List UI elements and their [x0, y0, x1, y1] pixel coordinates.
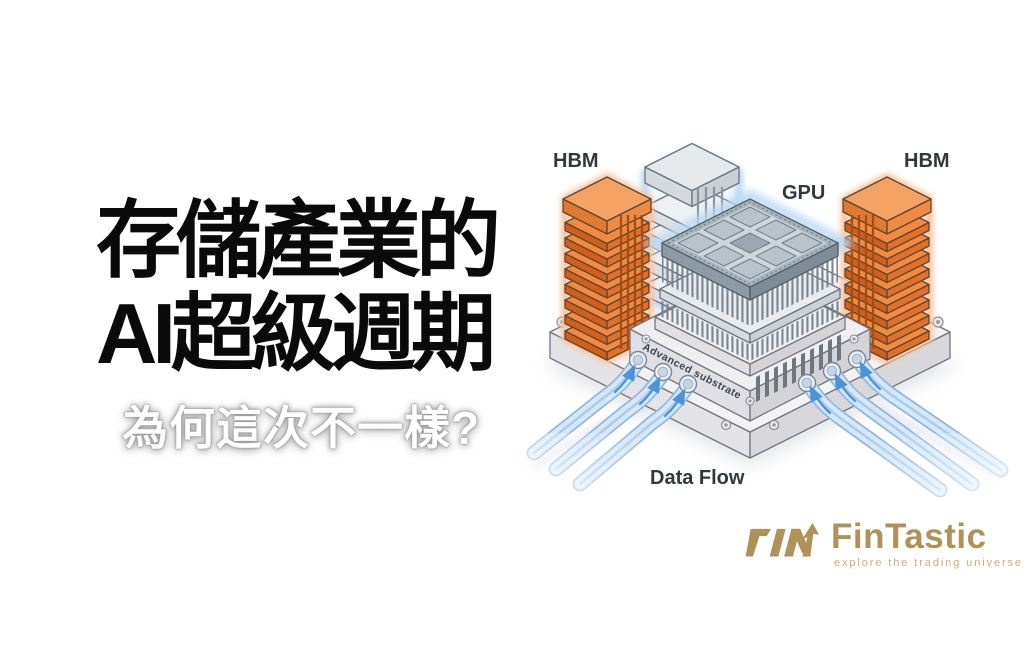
- substrate-platform-screws: [641, 334, 859, 406]
- fintastic-logo: FinTastic explore the trading universe: [742, 516, 1023, 569]
- fintastic-logo-icon: [742, 516, 822, 562]
- fintastic-logo-text: FinTastic explore the trading universe: [831, 516, 1023, 569]
- page-title: 存儲產業的 AI超級週期: [96, 194, 501, 382]
- fade-left: [520, 433, 660, 508]
- pin-band-lower-right: [750, 300, 840, 361]
- brand-tagline: explore the trading universe: [834, 557, 1023, 569]
- pin-band-upper-left: [662, 256, 750, 326]
- gpu-die-grid: [677, 206, 823, 280]
- data-flow-label: Data Flow: [650, 467, 745, 489]
- subtitle: 為何這次不一樣?: [122, 402, 481, 454]
- hbm-right-label: HBM: [904, 150, 950, 172]
- io-pin-row: [756, 332, 846, 402]
- title-line-1: 存儲產業的: [96, 194, 501, 289]
- data-flow-arrows: [613, 361, 882, 418]
- title-line-2: AI超級週期: [96, 286, 496, 382]
- hbm-left-label: HBM: [553, 150, 599, 172]
- brand-name: FinTastic: [831, 517, 987, 556]
- gpu-hbm-package-diagram: Advanced substrate HBM GPU: [520, 103, 1010, 508]
- gpu-label: GPU: [782, 182, 825, 204]
- fade-right: [870, 433, 1010, 508]
- pin-band-upper-right: [750, 256, 838, 326]
- isometric-chip-illustration: Advanced substrate HBM GPU: [520, 142, 1010, 508]
- pin-band-lower-left: [660, 300, 750, 361]
